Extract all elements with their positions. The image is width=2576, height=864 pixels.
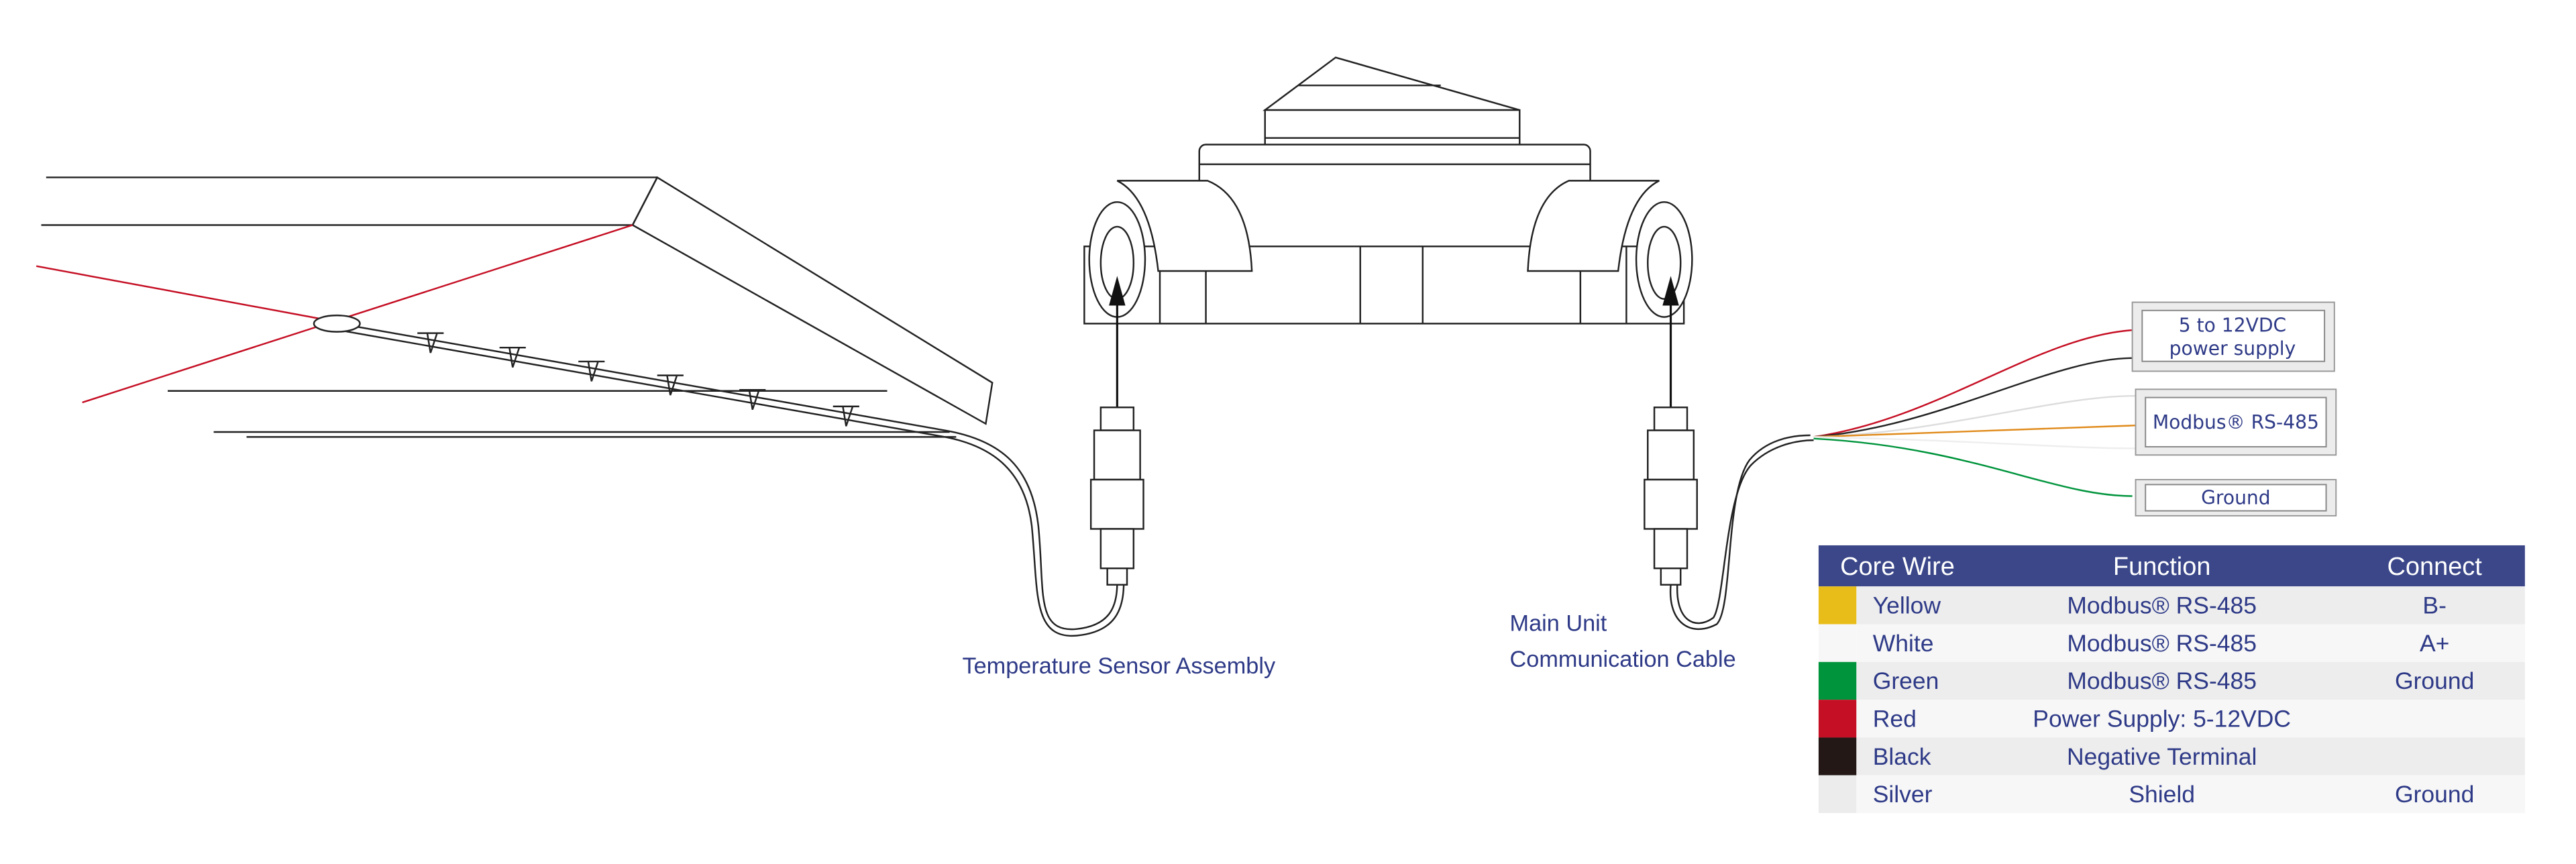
sensor-assembly-label: Temperature Sensor Assembly: [962, 653, 1275, 679]
cable-clip: [417, 332, 444, 354]
cable-clip: [833, 405, 859, 427]
modbus-box-label: Modbus® RS-485: [2153, 411, 2319, 433]
cell-function: Modbus® RS-485: [2067, 667, 2257, 694]
cable-clip: [657, 374, 684, 396]
row-background: [1856, 661, 2525, 700]
cell-function: Negative Terminal: [2067, 743, 2257, 770]
cable-clip: [578, 360, 605, 382]
cell-connect: Ground: [2395, 667, 2474, 694]
cell-wire: Yellow: [1873, 592, 1941, 619]
table-row: Silver Shield Ground: [1818, 775, 2525, 814]
table-row: Red Power Supply: 5-12VDC: [1818, 700, 2525, 738]
solar-panel: [36, 176, 994, 438]
cell-function: Shield: [2129, 781, 2195, 808]
main-unit-device: [1083, 56, 1693, 325]
cell-wire: Silver: [1873, 781, 1933, 808]
sensor-cable: [313, 314, 1125, 637]
cell-wire: Red: [1873, 706, 1917, 733]
cell-wire: White: [1873, 630, 1934, 657]
main-unit-connector: [1644, 407, 1698, 586]
modbus-box: Modbus® RS-485: [2135, 388, 2337, 456]
power-supply-box: 5 to 12VDC power supply: [2131, 301, 2335, 372]
cell-function: Power Supply: 5-12VDC: [2033, 706, 2291, 733]
row-background: [1856, 586, 2525, 625]
table-header: [1818, 545, 2525, 587]
cell-connect: Ground: [2395, 781, 2474, 808]
header-core-wire: Core Wire: [1840, 553, 1955, 581]
header-function: Function: [2113, 553, 2211, 581]
cable-clip: [499, 346, 526, 368]
main-unit-cable: [1669, 329, 2136, 631]
table-row: Black Negative Terminal: [1818, 737, 2525, 775]
table-row: White Modbus® RS-485 A+: [1818, 624, 2525, 662]
cable-clip: [739, 389, 766, 411]
header-connect: Connect: [2387, 553, 2483, 581]
ground-box-label: Ground: [2201, 487, 2271, 509]
table-row: Green Modbus® RS-485 Ground: [1818, 661, 2525, 700]
cell-function: Modbus® RS-485: [2067, 630, 2257, 657]
wire-color-swatch: [1818, 661, 1857, 700]
wire-color-swatch: [1818, 737, 1857, 775]
cell-connect: B-: [2422, 592, 2447, 619]
main-unit-label: Main Unit: [1510, 610, 1607, 636]
ground-box: Ground: [2135, 479, 2337, 517]
wire-color-swatch: [1818, 624, 1857, 662]
cell-wire: Green: [1873, 667, 1939, 694]
cell-function: Modbus® RS-485: [2067, 592, 2257, 619]
wire-color-swatch: [1818, 586, 1857, 625]
row-background: [1856, 737, 2525, 775]
row-background: [1856, 700, 2525, 738]
table-row: Yellow Modbus® RS-485 B-: [1818, 586, 2525, 625]
communication-cable-label: Communication Cable: [1510, 647, 1736, 672]
cell-connect: A+: [2420, 630, 2449, 657]
power-box-line1: 5 to 12VDC: [2179, 315, 2286, 337]
cell-wire: Black: [1873, 743, 1931, 770]
wire-color-swatch: [1818, 700, 1857, 738]
row-background: [1856, 624, 2525, 662]
sensor-probe: [313, 314, 361, 333]
wire-color-swatch: [1818, 775, 1857, 814]
sensor-connector: [1089, 407, 1144, 586]
power-box-line2: power supply: [2169, 337, 2296, 360]
row-background: [1856, 775, 2525, 814]
arrows: [1109, 276, 1679, 411]
